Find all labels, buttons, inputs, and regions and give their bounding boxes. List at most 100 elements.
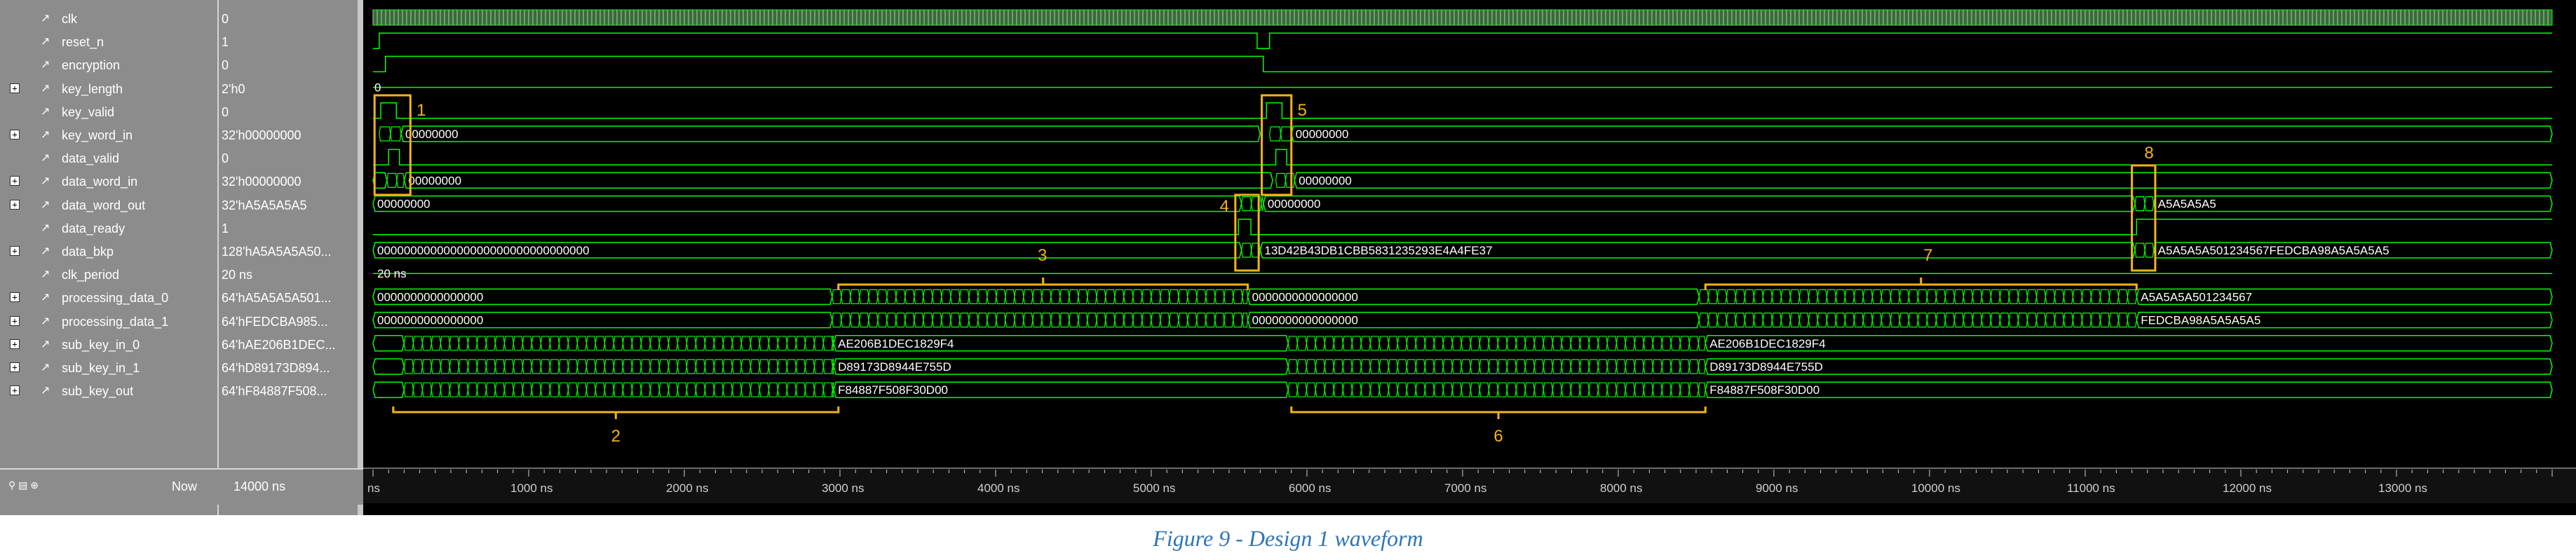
signal-row[interactable]: +↗sub_key_in_1 xyxy=(0,356,217,378)
time-tick-label: 10000 ns xyxy=(1911,482,1960,495)
annotation-number: 2 xyxy=(611,427,621,446)
signal-icon: ↗ xyxy=(41,385,50,397)
time-tick-label: 6000 ns xyxy=(1289,482,1331,495)
signal-row[interactable]: +↗sub_key_out xyxy=(0,379,217,402)
signal-value: 64'hF84887F508... xyxy=(222,384,327,399)
signal-value: 2'h0 xyxy=(222,81,245,96)
annotation-number: 3 xyxy=(1038,246,1047,265)
zoom-tools-icon[interactable]: ⚲ ▤ ⊕ xyxy=(8,479,39,491)
data-bkp-value: 00000000000000000000000000000000 xyxy=(377,244,590,257)
value-row: 0 xyxy=(219,53,358,76)
time-tick-label: 5000 ns xyxy=(1133,482,1176,495)
signal-row[interactable]: +↗data_bkp xyxy=(0,240,217,262)
signal-row[interactable]: +↗data_word_out xyxy=(0,193,217,216)
signal-row[interactable]: +↗key_word_in xyxy=(0,123,217,146)
annotation-number: 6 xyxy=(1493,427,1503,446)
signal-row[interactable]: ↗clk xyxy=(0,7,217,29)
data-word-in-value: 00000000 xyxy=(1299,174,1352,187)
value-row: 20 ns xyxy=(219,263,358,285)
signal-row[interactable]: +↗data_word_in xyxy=(0,170,217,192)
signal-icon: ↗ xyxy=(41,105,50,118)
signal-name: key_word_in xyxy=(62,128,133,142)
expand-icon[interactable]: + xyxy=(10,199,20,210)
sub-key-value: AE206B1DEC1829F4 xyxy=(838,337,954,350)
data-word-out-bus xyxy=(372,195,1242,212)
processing-data-change xyxy=(832,313,1249,328)
key-word-bus xyxy=(400,125,1261,142)
figure-caption: Figure 9 - Design 1 waveform xyxy=(1153,526,1423,551)
signal-name: reset_n xyxy=(62,35,104,50)
signal-value: 64'hFEDCBA985... xyxy=(222,314,328,329)
signal-row[interactable]: + ↗ key_length xyxy=(0,77,217,100)
signal-icon: ↗ xyxy=(41,292,50,304)
processing-data-bus xyxy=(2136,311,2553,329)
sub-key-change xyxy=(1287,382,1706,397)
expand-icon[interactable]: + xyxy=(10,315,20,326)
signal-value: 0 xyxy=(222,12,229,26)
annotation-box-1 xyxy=(373,94,412,196)
encryption-wave xyxy=(373,55,2552,73)
time-tick-label: 7000 ns xyxy=(1444,482,1487,495)
value-row: 64'hA5A5A5A501... xyxy=(219,286,358,308)
processing-data-value: 0000000000000000 xyxy=(377,290,483,303)
signal-name: data_word_in xyxy=(62,175,138,189)
signal-name: key_valid xyxy=(62,104,115,119)
signal-name: data_bkp xyxy=(62,245,114,259)
processing-data-value: A5A5A5A501234567 xyxy=(2141,290,2252,303)
processing-data-change xyxy=(832,289,1249,304)
signal-row[interactable]: ↗encryption xyxy=(0,53,217,76)
signal-value: 64'hA5A5A5A501... xyxy=(222,291,332,306)
value-row: 64'hAE206B1DEC... xyxy=(219,333,358,355)
signal-row[interactable]: ↗clk_period xyxy=(0,263,217,285)
value-row: 64'hF84887F508... xyxy=(219,379,358,402)
sub-key-change xyxy=(403,382,834,397)
signal-name: clk_period xyxy=(62,268,120,282)
signal-name: sub_key_in_0 xyxy=(62,337,140,352)
signal-row[interactable]: ↗ reset_n xyxy=(0,30,217,53)
signal-icon: ↗ xyxy=(41,198,50,211)
key-word-value: 00000000 xyxy=(405,128,459,141)
column-divider[interactable] xyxy=(358,0,363,515)
time-tick-label: 2000 ns xyxy=(666,482,709,495)
key-word-value: 00000000 xyxy=(1296,128,1349,141)
signal-row[interactable]: ↗ key_valid xyxy=(0,100,217,123)
expand-icon[interactable]: + xyxy=(10,385,20,396)
signal-row[interactable]: +↗sub_key_in_0 xyxy=(0,333,217,355)
value-row: 32'h00000000 xyxy=(219,123,358,146)
signal-value: 128'hA5A5A5A50... xyxy=(222,245,332,259)
sub-key-bus xyxy=(1704,358,2553,375)
expand-icon[interactable]: + xyxy=(10,339,20,349)
expand-icon[interactable]: + xyxy=(10,130,20,139)
signal-icon: ↗ xyxy=(41,82,50,95)
expand-icon[interactable]: + xyxy=(10,176,20,186)
expand-icon[interactable]: + xyxy=(10,362,20,372)
signal-row[interactable]: +↗processing_data_1 xyxy=(0,310,217,332)
signal-name: processing_data_0 xyxy=(62,291,169,306)
signal-row[interactable]: + ↗ processing_data_0 xyxy=(0,286,217,308)
signal-icon: ↗ xyxy=(41,36,50,48)
expand-icon[interactable]: + xyxy=(10,292,20,303)
annotation-bracket-6 xyxy=(1290,407,1707,414)
data-bkp-change xyxy=(2134,243,2155,258)
expand-icon[interactable]: + xyxy=(10,83,20,93)
column-divider[interactable] xyxy=(217,0,219,515)
data-word-in-bus xyxy=(1294,172,2553,189)
data-word-in-bus xyxy=(403,172,1273,189)
signal-value: 64'hAE206B1DEC... xyxy=(222,337,336,352)
expand-icon[interactable]: + xyxy=(10,246,20,256)
key-word-bus xyxy=(1291,125,2553,142)
signal-name: key_length xyxy=(62,81,123,96)
annotation-number: 5 xyxy=(1298,101,1307,120)
signal-value: 0 xyxy=(222,58,229,73)
data-bkp-value: A5A5A5A501234567FEDCBA98A5A5A5A5 xyxy=(2158,244,2389,257)
sub-key-bus xyxy=(372,358,405,375)
sub-key-bus xyxy=(372,335,405,352)
signal-icon: ↗ xyxy=(41,13,50,25)
annotation-number: 4 xyxy=(1220,197,1229,216)
signal-icon: ↗ xyxy=(41,362,50,374)
signal-row[interactable]: ↗data_ready xyxy=(0,217,217,239)
annotation-number: 1 xyxy=(416,101,426,120)
signal-row[interactable]: ↗data_valid xyxy=(0,146,217,169)
